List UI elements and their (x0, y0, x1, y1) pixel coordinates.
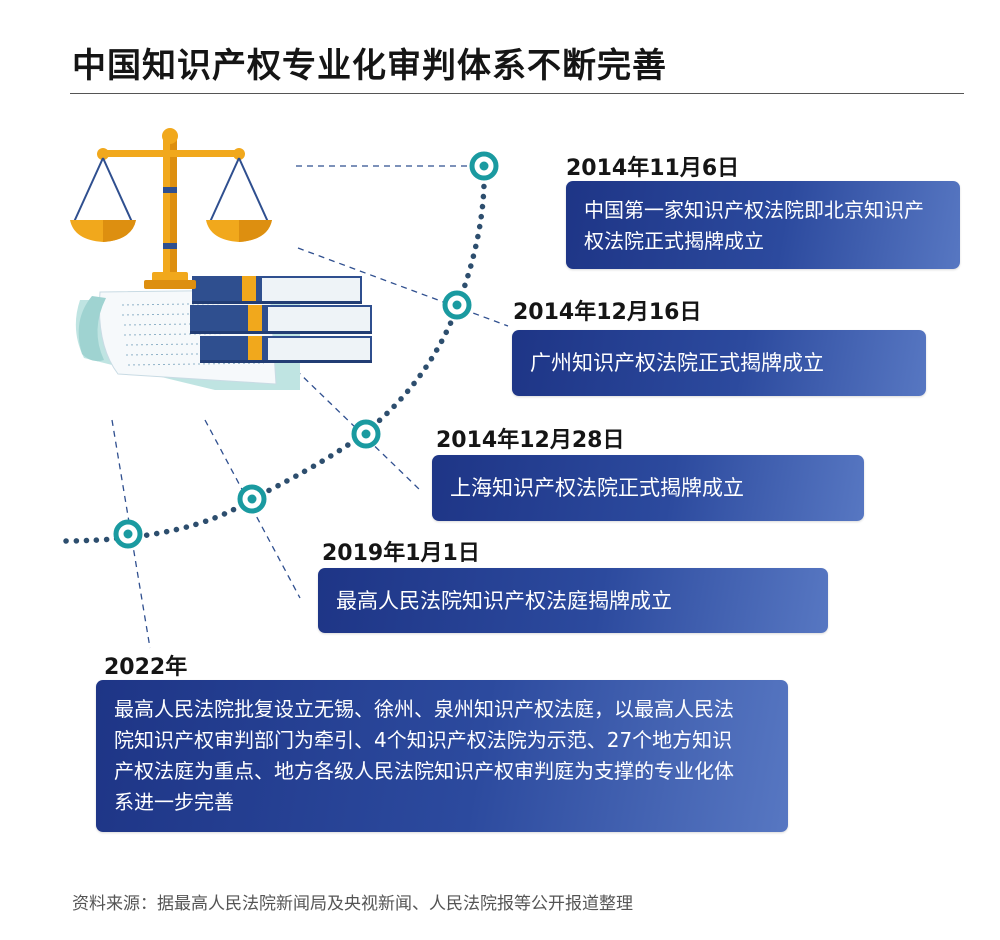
event-date-1: 2014年11月6日 (566, 156, 740, 181)
event-date-4: 2019年1月1日 (322, 541, 480, 566)
book-stack-icon (190, 276, 372, 363)
source-note: 资料来源：据最高人民法院新闻局及央视新闻、人民法院报等公开报道整理 (72, 894, 633, 914)
event-box-2: 广州知识产权法院正式揭牌成立 (512, 330, 926, 396)
leader-line-3 (295, 369, 421, 491)
marker-5 (113, 519, 143, 549)
page-title: 中国知识产权专业化审判体系不断完善 (72, 46, 667, 86)
marker-4 (237, 484, 267, 514)
timeline-markers (113, 151, 499, 549)
event-date-5: 2022年 (104, 655, 188, 680)
event-box-3: 上海知识产权法院正式揭牌成立 (432, 455, 864, 521)
event-box-1: 中国第一家知识产权法院即北京知识产权法院正式揭牌成立 (566, 181, 960, 269)
title-divider (70, 93, 964, 94)
event-box-4: 最高人民法院知识产权法庭揭牌成立 (318, 568, 828, 633)
leader-line-2 (297, 247, 509, 327)
marker-1 (469, 151, 499, 181)
marker-3 (351, 419, 381, 449)
event-date-3: 2014年12月28日 (436, 428, 625, 453)
event-date-2: 2014年12月16日 (513, 300, 702, 325)
scales-of-justice-icon (70, 128, 272, 289)
event-box-5: 最高人民法院批复设立无锡、徐州、泉州知识产权法庭，以最高人民法院知识产权审判部门… (96, 680, 788, 832)
marker-2 (442, 290, 472, 320)
